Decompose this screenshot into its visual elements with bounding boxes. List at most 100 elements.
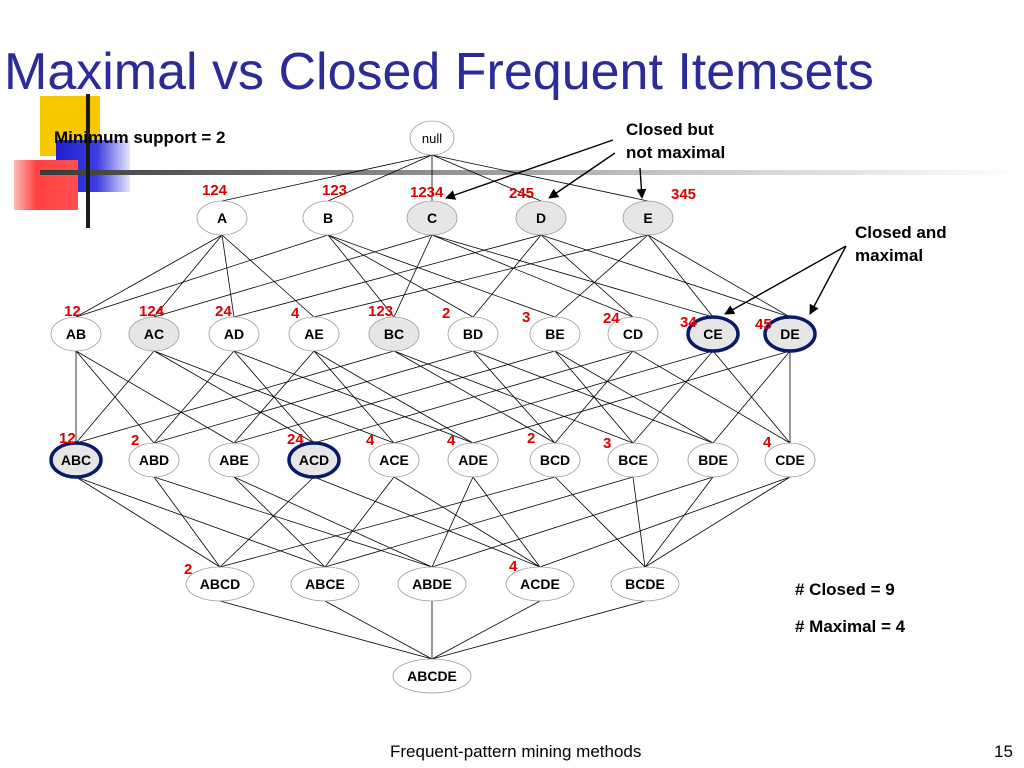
node-ellipse	[515, 200, 567, 236]
itemset-node-bcd: BCD	[529, 442, 581, 478]
node-ellipse	[196, 200, 248, 236]
lattice-edge	[313, 234, 649, 318]
itemset-node-bd: BD	[447, 316, 499, 352]
itemset-node-ac: AC	[128, 316, 180, 352]
tid-list-ab: 12	[64, 303, 81, 320]
lattice-edge	[75, 234, 329, 318]
closed-count: # Closed = 9	[795, 580, 895, 599]
lattice-edge	[324, 476, 634, 568]
lattice-edge	[75, 350, 395, 444]
node-label: BD	[463, 326, 483, 342]
node-ellipse	[529, 316, 581, 352]
node-ellipse	[529, 442, 581, 478]
lattice-edge	[431, 476, 714, 568]
tid-list-bc: 123	[368, 303, 393, 320]
node-label: CD	[623, 326, 643, 342]
lattice-edge	[313, 476, 541, 568]
lattice-edge	[75, 350, 155, 444]
annotation-arrows	[445, 139, 847, 315]
node-ellipse	[50, 316, 102, 352]
lattice-edge	[472, 350, 791, 444]
lattice-edge	[233, 350, 556, 444]
lattice-edge	[233, 476, 433, 568]
node-label: ABE	[219, 452, 249, 468]
node-label: ACD	[299, 452, 329, 468]
lattice-edge	[75, 234, 223, 318]
decor-red-square	[14, 160, 78, 210]
lattice-edge	[324, 476, 395, 568]
annotation-line: maximal	[855, 246, 924, 265]
lattice-edge	[647, 234, 714, 318]
lattice-edge	[647, 234, 791, 318]
lattice-edge	[540, 234, 634, 318]
node-label: AE	[304, 326, 323, 342]
node-label: ABDE	[412, 576, 452, 592]
annotation-line: Closed and	[855, 223, 947, 242]
lattice-edge	[431, 600, 541, 660]
lattice-edge	[632, 476, 646, 568]
itemset-node-ade: ADE	[447, 442, 499, 478]
annotation-line: Closed but	[626, 120, 714, 139]
lattice-edge	[472, 350, 714, 444]
lattice-edge	[221, 234, 235, 318]
itemset-node-acde: ACDE	[505, 566, 575, 602]
lattice-edge	[431, 154, 649, 202]
maximal-count: # Maximal = 4	[795, 617, 906, 636]
node-label: BC	[384, 326, 404, 342]
itemset-node-ace: ACE	[368, 442, 420, 478]
lattice-edge	[472, 476, 541, 568]
node-label: C	[427, 210, 437, 226]
lattice-edge	[153, 476, 221, 568]
tid-list-cd: 24	[603, 310, 620, 327]
node-ellipse	[368, 316, 420, 352]
lattice-edge	[644, 476, 714, 568]
node-ellipse	[505, 566, 575, 602]
itemset-node-abcd: ABCD	[185, 566, 255, 602]
node-label: AB	[66, 326, 86, 342]
node-ellipse	[610, 566, 680, 602]
lattice-edge	[712, 350, 791, 444]
node-ellipse	[49, 441, 103, 479]
lattice-edge	[221, 154, 433, 202]
itemset-node-de: DE	[763, 315, 817, 353]
lattice-edge	[75, 476, 221, 568]
node-ellipse	[128, 316, 180, 352]
tid-list-abe: 24	[287, 431, 304, 448]
tid-list-abcd: 2	[184, 561, 192, 578]
itemset-node-ae: AE	[288, 316, 340, 352]
annotation-arrow	[445, 139, 614, 200]
node-label: BCE	[618, 452, 648, 468]
tid-list-bde: 4	[763, 434, 772, 451]
annotation-line: not maximal	[626, 143, 726, 162]
decor-vertical-rule	[86, 94, 90, 228]
tid-list-ad: 24	[215, 303, 232, 320]
lattice-edge	[153, 476, 433, 568]
tid-list-acd: 4	[366, 432, 375, 449]
itemset-node-abd: ABD	[128, 442, 180, 478]
lattice-edge	[431, 600, 646, 660]
itemset-node-a: A	[196, 200, 248, 236]
node-ellipse	[607, 316, 659, 352]
node-ellipse	[764, 442, 816, 478]
lattice-edge	[313, 350, 634, 444]
node-ellipse	[392, 658, 472, 694]
lattice-edge	[554, 476, 646, 568]
itemset-node-be: BE	[529, 316, 581, 352]
node-label: ABCDE	[407, 668, 457, 684]
decor-horizontal-rule	[40, 170, 1024, 175]
tid-list-ac: 124	[139, 303, 165, 320]
tid-list-bd: 2	[442, 305, 450, 322]
itemset-node-bc: BC	[368, 316, 420, 352]
lattice-edge	[327, 234, 556, 318]
lattice-edge	[632, 350, 791, 444]
node-label: BE	[545, 326, 564, 342]
node-ellipse	[208, 442, 260, 478]
lattice-edge	[393, 476, 541, 568]
node-label: E	[643, 210, 652, 226]
lattice-edge	[221, 234, 315, 318]
lattice-edge	[233, 234, 542, 318]
lattice-edge	[233, 350, 315, 444]
node-ellipse	[368, 442, 420, 478]
node-label: DE	[780, 326, 799, 342]
lattice-edge	[539, 476, 791, 568]
